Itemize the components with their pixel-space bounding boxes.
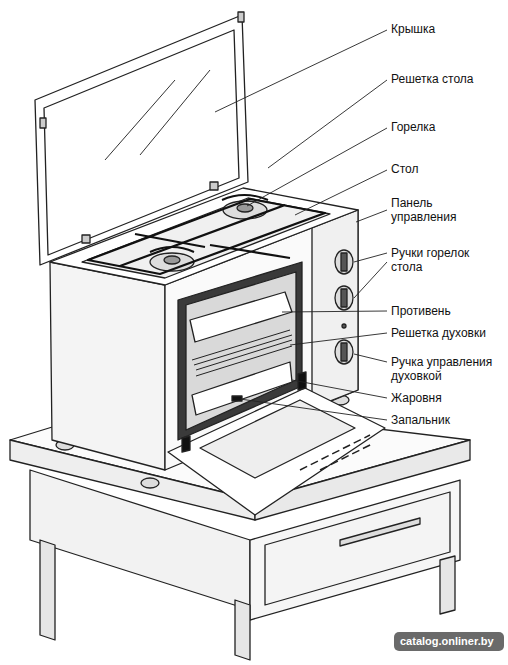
leader-lines xyxy=(215,30,387,420)
part-label: Противень xyxy=(391,304,503,318)
part-label: Панель управления xyxy=(391,196,469,224)
part-label: Ручка управления духовкой xyxy=(391,355,503,383)
part-label: Жаровня xyxy=(391,391,503,405)
part-label: Решетка стола xyxy=(391,72,503,86)
watermark: catalog.onliner.by xyxy=(400,634,502,648)
part-label: Ручки горелок стола xyxy=(391,246,476,274)
part-label: Горелка xyxy=(391,120,503,134)
part-label: Решетка духовки xyxy=(391,326,503,340)
watermark-badge xyxy=(394,632,504,651)
part-label: Запальник xyxy=(391,413,503,427)
part-label: Крышка xyxy=(391,22,503,36)
part-label: Стол xyxy=(391,162,503,176)
